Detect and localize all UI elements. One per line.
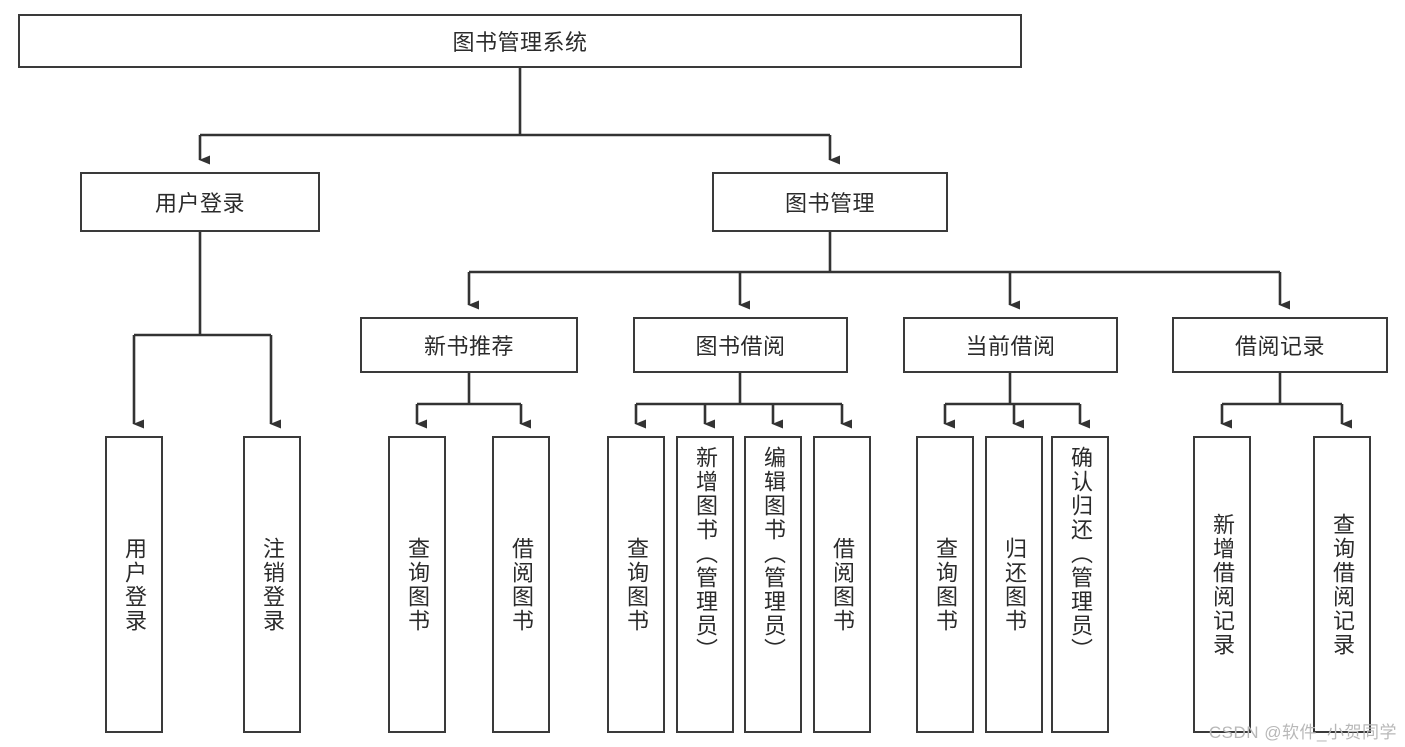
node-label: 查询图书 xyxy=(932,536,958,633)
node-label: 借阅图书 xyxy=(508,536,534,633)
node-book-borrow[interactable]: 图书借阅 xyxy=(633,317,848,373)
node-leaf-borrow-book[interactable]: 借阅图书 xyxy=(813,436,871,733)
node-book-management[interactable]: 图书管理 xyxy=(712,172,948,232)
node-new-book-recommend[interactable]: 新书推荐 xyxy=(360,317,578,373)
node-leaf-query-book-recommend[interactable]: 查询图书 xyxy=(388,436,446,733)
node-current-borrow[interactable]: 当前借阅 xyxy=(903,317,1118,373)
node-label: 借阅记录 xyxy=(1234,334,1325,359)
node-leaf-return-book[interactable]: 归还图书 xyxy=(985,436,1043,733)
node-label: 查询借阅记录 xyxy=(1329,512,1355,657)
node-label: 查询图书 xyxy=(404,536,430,633)
node-label: 当前借阅 xyxy=(965,334,1056,359)
node-label: 图书借阅 xyxy=(695,334,786,359)
node-user-login[interactable]: 用户登录 xyxy=(80,172,320,232)
node-label: 编辑图书（管理员） xyxy=(760,446,786,662)
node-label: 查询图书 xyxy=(623,536,649,633)
node-leaf-query-book-borrow[interactable]: 查询图书 xyxy=(607,436,665,733)
node-leaf-add-book-admin[interactable]: 新增图书（管理员） xyxy=(676,436,734,733)
node-leaf-query-borrow-record[interactable]: 查询借阅记录 xyxy=(1313,436,1371,733)
node-leaf-add-borrow-record[interactable]: 新增借阅记录 xyxy=(1193,436,1251,733)
node-root-book-management-system[interactable]: 图书管理系统 xyxy=(18,14,1022,68)
node-label: 确认归还（管理员） xyxy=(1067,446,1093,662)
node-label: 新书推荐 xyxy=(423,334,514,359)
node-label: 新增图书（管理员） xyxy=(692,446,718,662)
node-label: 借阅图书 xyxy=(829,536,855,633)
node-leaf-borrow-book-recommend[interactable]: 借阅图书 xyxy=(492,436,550,733)
node-leaf-logout[interactable]: 注销登录 xyxy=(243,436,301,733)
node-label: 图书管理系统 xyxy=(452,30,588,55)
node-leaf-edit-book-admin[interactable]: 编辑图书（管理员） xyxy=(744,436,802,733)
node-label: 注销登录 xyxy=(259,536,285,633)
node-leaf-query-book-current[interactable]: 查询图书 xyxy=(916,436,974,733)
node-label: 归还图书 xyxy=(1001,536,1027,633)
node-leaf-user-login[interactable]: 用户登录 xyxy=(105,436,163,733)
node-borrow-record[interactable]: 借阅记录 xyxy=(1172,317,1388,373)
node-label: 用户登录 xyxy=(154,191,245,216)
node-label: 图书管理 xyxy=(784,191,875,216)
node-label: 新增借阅记录 xyxy=(1209,512,1235,657)
node-leaf-confirm-return-admin[interactable]: 确认归还（管理员） xyxy=(1051,436,1109,733)
node-label: 用户登录 xyxy=(121,536,147,633)
watermark: CSDN @软件_小贺同学 xyxy=(1208,723,1397,742)
